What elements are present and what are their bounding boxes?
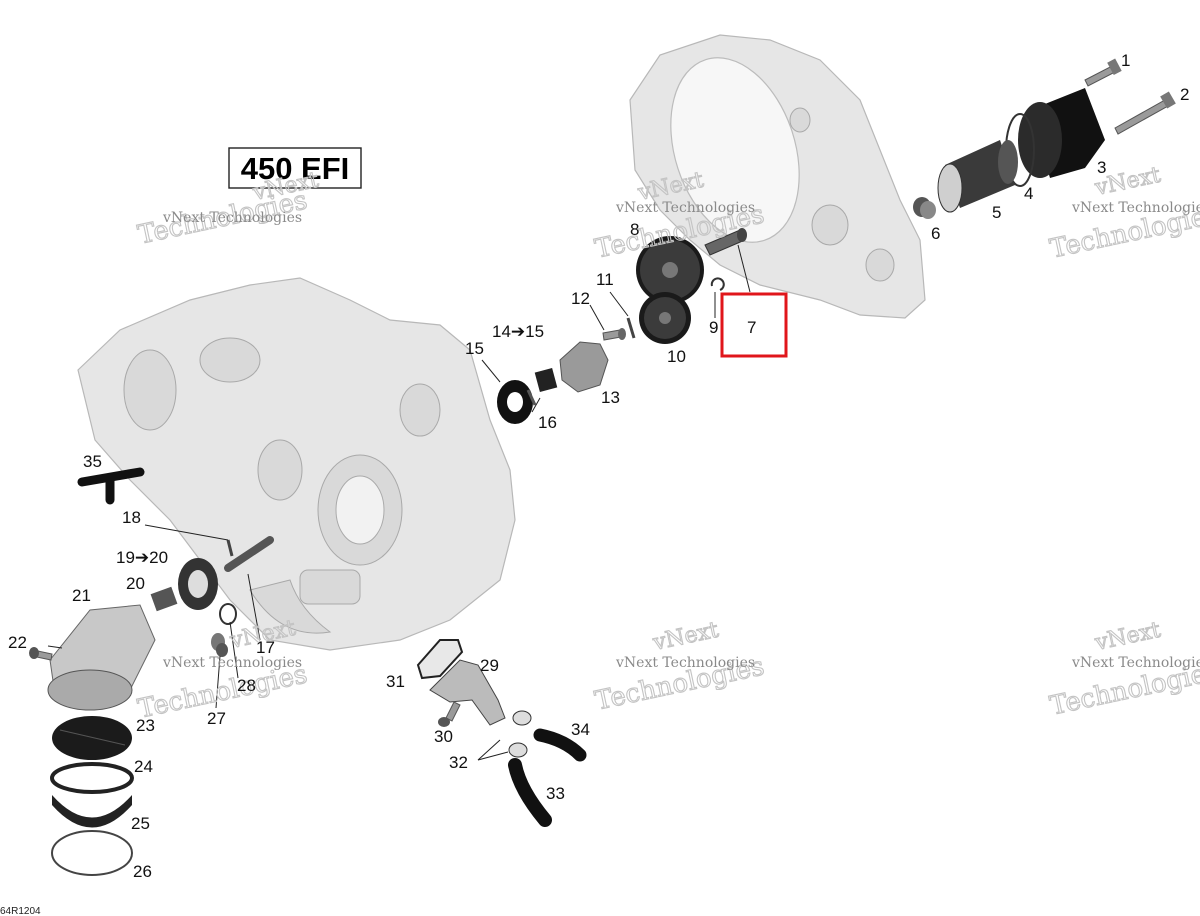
cover-21-shape xyxy=(47,604,156,711)
pin-16-shape xyxy=(526,389,537,406)
callout-part-31[interactable]: 31 xyxy=(386,672,405,691)
callout-part-20[interactable]: 20 xyxy=(126,574,145,593)
clamp-32a-shape xyxy=(512,710,532,726)
callout-part-35[interactable]: 35 xyxy=(83,452,102,471)
oil-filter-shape xyxy=(937,140,1018,213)
callout-part-32[interactable]: 32 xyxy=(449,753,468,772)
rotor-15-shape xyxy=(497,380,533,424)
bolt-1-shape xyxy=(1084,58,1122,87)
watermark-small: vNext Technologies xyxy=(1071,200,1200,216)
rotor-inner-shape xyxy=(534,368,558,392)
callout-part-33[interactable]: 33 xyxy=(546,784,565,803)
callout-part-9[interactable]: 9 xyxy=(709,318,718,337)
callout-part-23[interactable]: 23 xyxy=(136,716,155,735)
watermark-small: vNext Technologies xyxy=(1071,655,1200,671)
callout-part-21[interactable]: 21 xyxy=(72,586,91,605)
gasket-25-shape xyxy=(52,795,132,828)
callout-part-7[interactable]: 7 xyxy=(747,318,756,337)
washer-28-shape xyxy=(219,603,237,625)
rotor-20-shape xyxy=(150,586,178,612)
callout-part-10[interactable]: 10 xyxy=(667,347,686,366)
ring-24-shape xyxy=(50,762,134,794)
watermark-accent: vNext xyxy=(1092,618,1163,656)
hose-33-shape xyxy=(508,758,552,827)
callout-part-28[interactable]: 28 xyxy=(237,676,256,695)
callout-part-26[interactable]: 26 xyxy=(133,862,152,881)
callout-part-29[interactable]: 29 xyxy=(480,656,499,675)
watermark-small: vNext Technologies xyxy=(615,655,755,671)
pin-11-shape xyxy=(626,317,636,339)
gear-8-shape xyxy=(636,236,704,304)
screen-23-shape xyxy=(52,716,132,760)
tube-35-shape xyxy=(77,467,145,505)
callout-part-3[interactable]: 3 xyxy=(1097,158,1106,177)
callout-part-8[interactable]: 8 xyxy=(630,220,639,239)
drawing-code: 64R1204 xyxy=(0,906,41,916)
watermark-accent: vNext xyxy=(650,618,721,656)
shaft-7-shape xyxy=(704,228,747,256)
callout-part-19-to-20[interactable]: 19➔20 xyxy=(116,548,168,567)
highlight-box-part-7[interactable] xyxy=(720,292,788,358)
callout-part-12[interactable]: 12 xyxy=(571,289,590,308)
clamp-32b-shape xyxy=(508,742,528,758)
callout-part-6[interactable]: 6 xyxy=(931,224,940,243)
pump-shaft-17-shape xyxy=(224,536,274,572)
callout-part-11[interactable]: 11 xyxy=(596,270,614,289)
model-title: 450 EFI xyxy=(241,151,350,186)
callout-part-17[interactable]: 17 xyxy=(256,638,275,657)
fitting-29-shape xyxy=(429,659,506,726)
rotor-19-shape xyxy=(178,558,218,610)
plug-6-shape xyxy=(913,197,936,219)
part-callouts: 1 2 3 4 5 6 7 8 9 10 11 12 13 14➔15 15 1… xyxy=(8,51,1189,881)
callout-part-13[interactable]: 13 xyxy=(601,388,620,407)
callout-part-30[interactable]: 30 xyxy=(434,727,453,746)
callout-part-4[interactable]: 4 xyxy=(1024,184,1033,203)
model-title-box: 450 EFI xyxy=(228,147,362,189)
circlip-9-shape xyxy=(710,277,725,291)
callout-part-16[interactable]: 16 xyxy=(538,413,557,432)
screw-22-shape xyxy=(29,647,53,661)
watermark-small: vNext Technologies xyxy=(162,655,302,671)
screw-12-shape xyxy=(602,328,626,341)
pump-cover-13-shape xyxy=(559,341,609,393)
leader-lines xyxy=(47,244,751,761)
callout-part-22[interactable]: 22 xyxy=(8,633,27,652)
callout-part-27[interactable]: 27 xyxy=(207,709,226,728)
callout-part-24[interactable]: 24 xyxy=(134,757,153,776)
clutch-cover xyxy=(629,34,926,319)
callout-part-25[interactable]: 25 xyxy=(131,814,150,833)
plug-27-shape xyxy=(211,633,228,657)
gear-10-shape xyxy=(639,292,691,344)
callout-part-1[interactable]: 1 xyxy=(1121,51,1130,70)
crankcase-left-half xyxy=(77,277,516,651)
screw-30-shape xyxy=(438,701,461,727)
callout-part-5[interactable]: 5 xyxy=(992,203,1001,222)
callout-part-18[interactable]: 18 xyxy=(122,508,141,527)
gasket-31-shape xyxy=(416,639,464,680)
callout-part-15[interactable]: 15 xyxy=(465,339,484,358)
watermark-small: vNext Technologies xyxy=(615,200,755,216)
hose-34-shape xyxy=(533,728,587,762)
watermark-small: vNext Technologies xyxy=(162,210,302,226)
o-ring-26-shape xyxy=(51,830,133,876)
callout-part-34[interactable]: 34 xyxy=(571,720,590,739)
oil-filter-cover-shape xyxy=(1018,88,1105,178)
callout-part-14-to-15[interactable]: 14➔15 xyxy=(492,322,544,341)
callout-part-2[interactable]: 2 xyxy=(1180,85,1189,104)
bolt-2-shape xyxy=(1114,91,1176,135)
